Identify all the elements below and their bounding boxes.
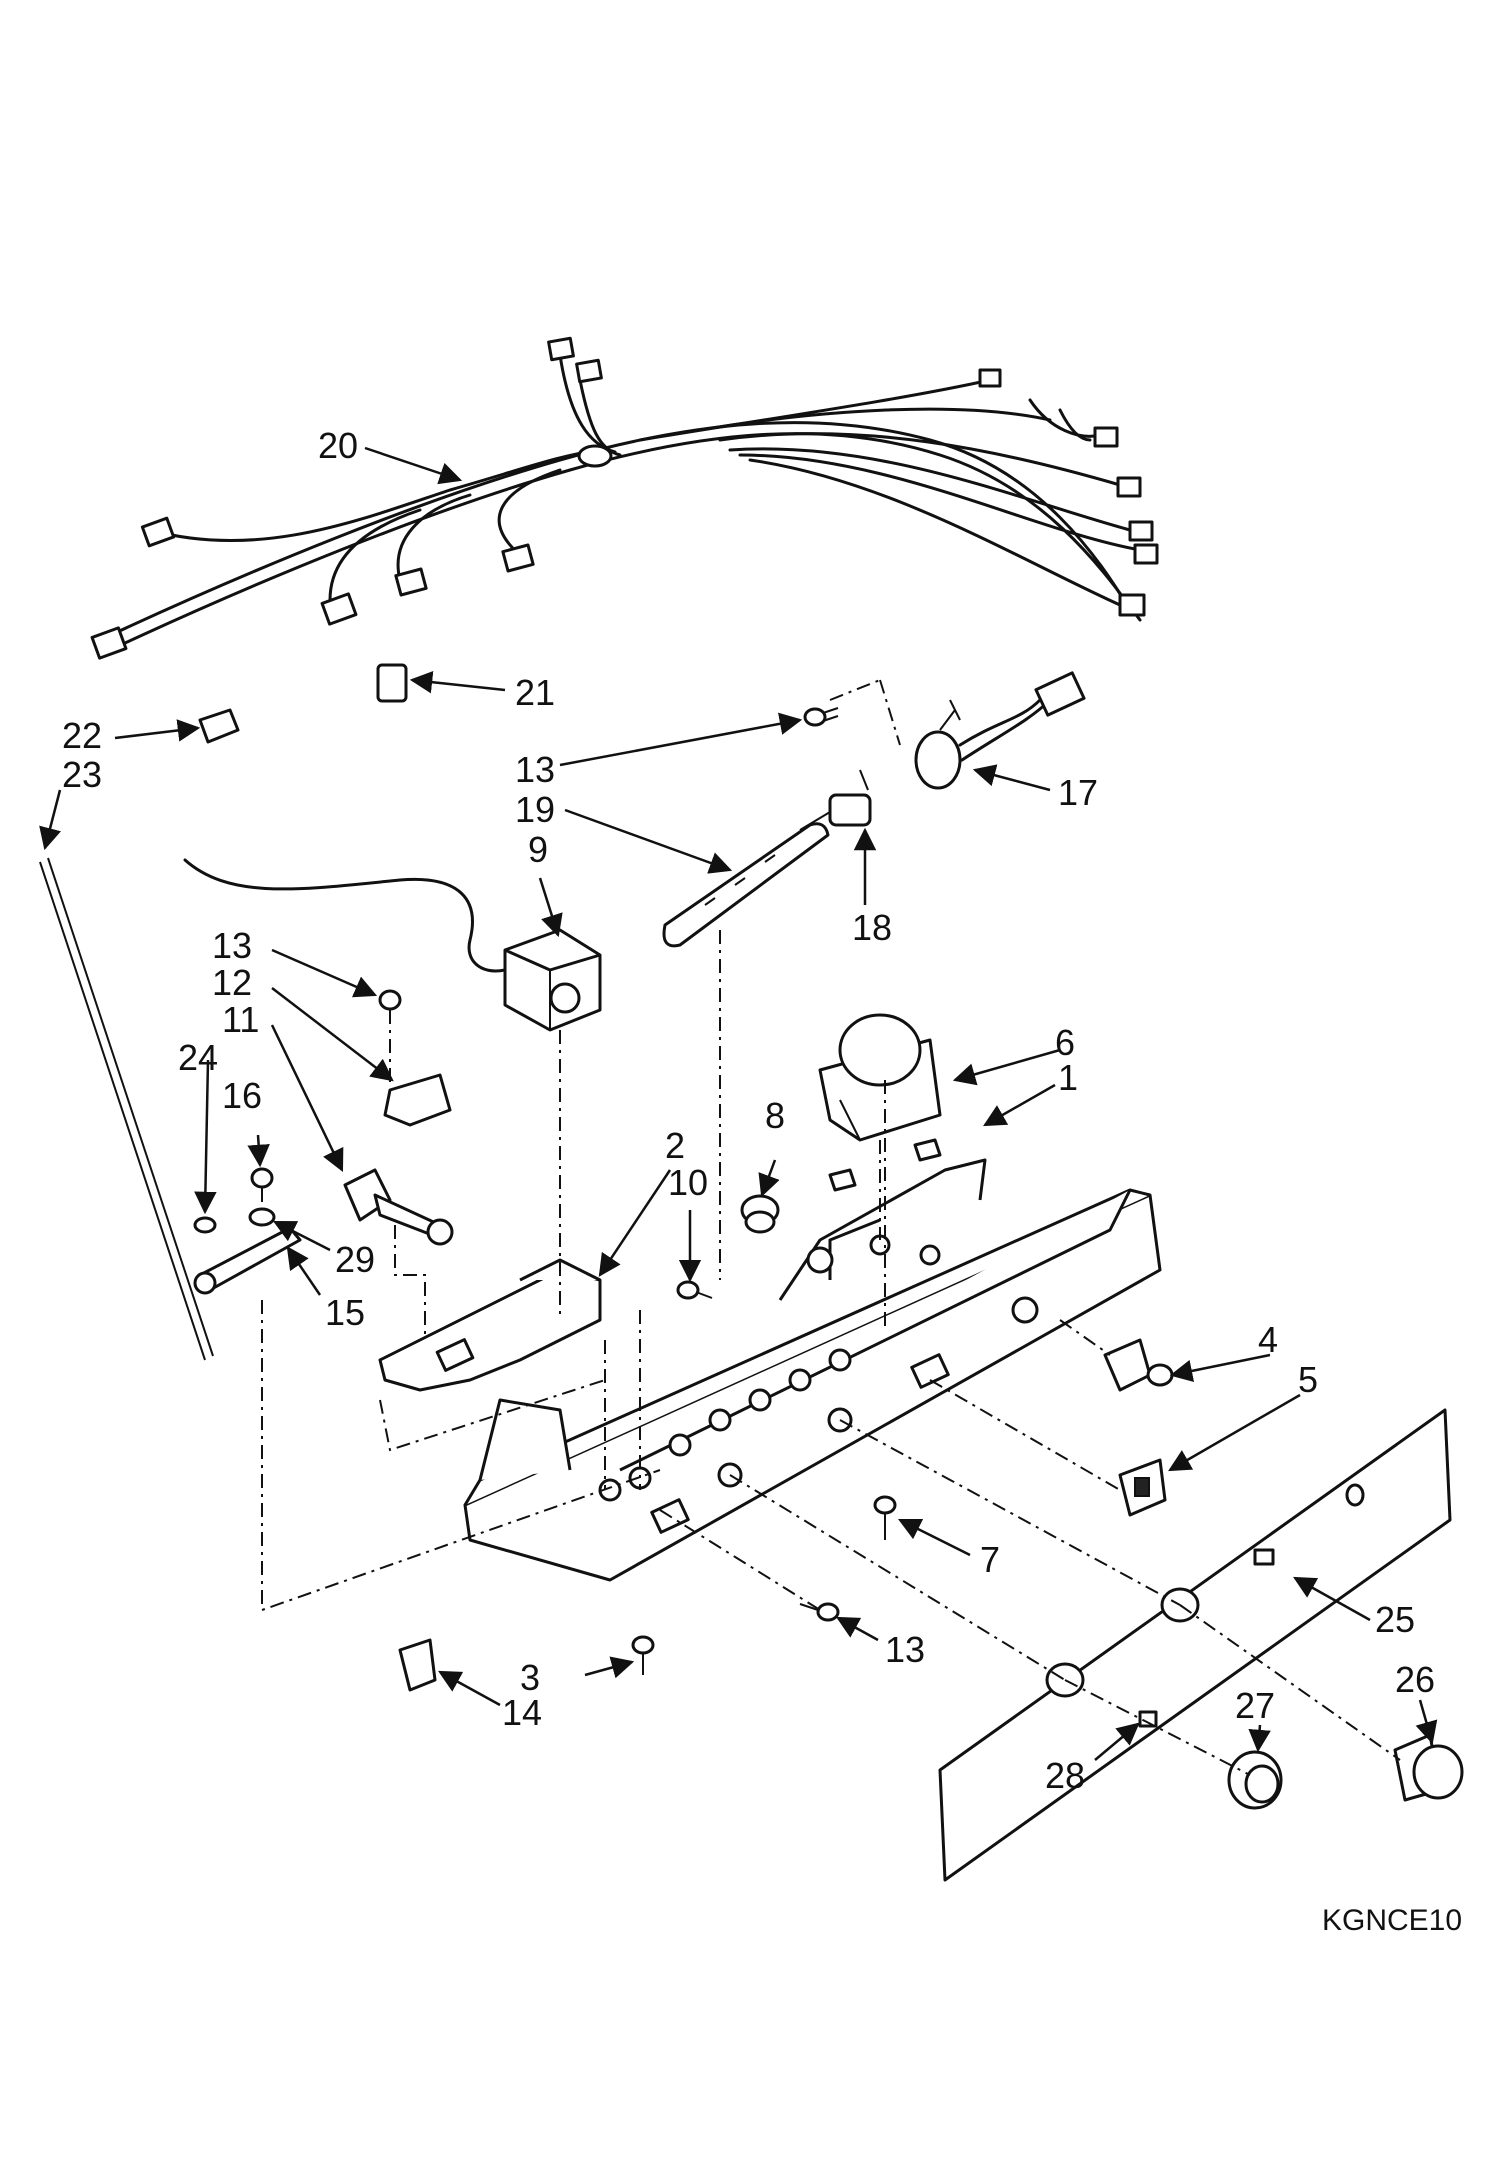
assembly-lines	[261, 679, 1401, 1776]
screw-3	[631, 1635, 655, 1675]
part-15-lever	[193, 1167, 302, 1295]
part-23-rod	[39, 861, 206, 1361]
callout-24: 24	[178, 1037, 218, 1078]
part-26-knob	[1393, 1733, 1464, 1802]
callout-25: 25	[1375, 1599, 1415, 1640]
part-2-bracket	[378, 1258, 602, 1392]
callout-11: 11	[222, 999, 259, 1040]
part-8-grommet	[740, 1194, 780, 1234]
callout-29: 29	[335, 1239, 375, 1280]
callout-28: 28	[1045, 1755, 1085, 1796]
callout-19: 19	[515, 789, 555, 830]
callout-18: 18	[852, 907, 892, 948]
wire-harness	[90, 336, 1159, 660]
part-25-control-panel	[938, 1408, 1452, 1882]
callout-1: 1	[1058, 1057, 1078, 1098]
callout-27: 27	[1235, 1685, 1275, 1726]
part-18-holder	[828, 769, 872, 827]
figure-code: KGNCE10	[1322, 1904, 1462, 1937]
callout-23: 23	[62, 754, 102, 795]
part-22-bracket	[198, 708, 240, 744]
part-17-connector	[914, 671, 1086, 790]
part-4-switch	[1103, 1338, 1174, 1392]
callout-26: 26	[1395, 1659, 1435, 1700]
callout-8: 8	[765, 1095, 785, 1136]
callout-10: 10	[668, 1162, 708, 1203]
callout-9: 9	[528, 829, 548, 870]
part-9-thermostat	[183, 858, 602, 1032]
callout-13-low: 13	[885, 1629, 925, 1670]
leader-arrows	[39, 446, 1438, 1761]
part-12-bracket	[378, 989, 452, 1127]
part-5-switch	[1118, 1458, 1167, 1517]
part-14-clip	[398, 1638, 437, 1692]
callout-17: 17	[1058, 772, 1098, 813]
callout-22: 22	[62, 715, 102, 756]
part-1-control-housing	[463, 1138, 1162, 1582]
callout-5: 5	[1298, 1359, 1318, 1400]
screw-7	[873, 1495, 897, 1540]
part-19-sensor-tube	[662, 811, 831, 948]
part-28-clip	[1138, 1710, 1158, 1728]
screw-10	[676, 1280, 713, 1300]
callout-4: 4	[1258, 1319, 1278, 1360]
screw-13-top	[803, 707, 839, 727]
callout-16: 16	[222, 1075, 262, 1116]
callout-20: 20	[318, 425, 358, 466]
part-6-timer	[818, 1013, 942, 1142]
callout-14: 14	[502, 1692, 542, 1733]
part-11-control	[343, 1168, 454, 1246]
callout-3: 3	[520, 1657, 540, 1698]
callout-13-top: 13	[515, 749, 555, 790]
part-21-clip	[376, 663, 408, 703]
screw-13-lower	[799, 1602, 840, 1622]
callout-21: 21	[515, 672, 555, 713]
callout-7: 7	[980, 1539, 1000, 1580]
part-27-knob	[1227, 1750, 1283, 1810]
callout-6: 6	[1055, 1022, 1075, 1063]
callout-12: 12	[212, 962, 252, 1003]
callout-labels: 20 21 22 23 13 19 9 17 18 6 1 8 13 12 11…	[62, 425, 1435, 1796]
callout-2: 2	[665, 1125, 685, 1166]
callout-15: 15	[325, 1292, 365, 1333]
callout-13-mid: 13	[212, 925, 252, 966]
